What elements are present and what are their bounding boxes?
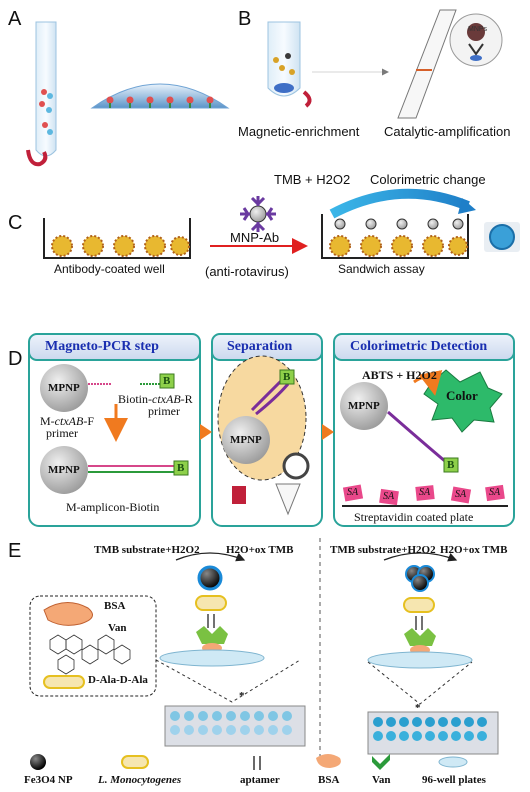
legend-lm-label: L. Monocytogenes — [98, 774, 182, 786]
e-prod-left: H2O+ox TMB — [226, 544, 294, 556]
panel-c — [43, 188, 520, 259]
well-plate-left-icon — [164, 705, 306, 747]
arrow-right-icon — [200, 424, 212, 440]
d-header-magneto: Magneto-PCR step — [45, 339, 159, 354]
legend-bsa-label: BSA — [318, 774, 340, 786]
d-plate-label: Streptavidin coated plate — [354, 510, 474, 524]
magnet-icon — [302, 90, 312, 108]
legend-aptamer-icon — [253, 756, 261, 770]
d-abts-label: ABTS + H2O2 — [362, 368, 437, 382]
c-well-label: Antibody-coated well — [54, 262, 165, 276]
panel-c-label: C — [8, 212, 23, 234]
d-biotin-tag-2: B — [177, 462, 185, 474]
legend-np-icon — [30, 754, 46, 770]
mnp-ab-icon — [240, 196, 276, 232]
c-anti-label: (anti-rotavirus) — [205, 264, 289, 279]
well-photo-icon — [484, 222, 520, 252]
virus-particle-row-icon — [51, 235, 190, 257]
d-bio-primer: Biotin-ctxAB-R — [118, 392, 193, 406]
e-prod-right: H2O+ox TMB — [440, 544, 508, 556]
panel-d — [28, 333, 515, 527]
d-mf-primer: M-ctxAB-F — [40, 414, 94, 428]
tube-icon — [275, 483, 301, 516]
panel-d-label: D — [8, 348, 23, 370]
magnet-icon — [26, 149, 48, 167]
d-color-label: Color — [446, 388, 478, 403]
panel-b — [267, 9, 503, 119]
b-enrich-label: Magnetic-enrichment — [238, 124, 360, 139]
legend-van-icon — [372, 754, 390, 770]
magnet-icon — [232, 486, 246, 504]
color-burst-icon — [423, 369, 503, 433]
c-sandwich-label: Sandwich assay — [338, 262, 425, 276]
b-bubble-label: MNPs — [468, 26, 488, 33]
e-tmb-right: TMB substrate+H2O2 — [330, 544, 436, 556]
d-header-separation: Separation — [227, 339, 293, 354]
receptor-row-icon — [106, 96, 214, 108]
legend-np-label: Fe3O4 NP — [24, 774, 73, 786]
d-mf-primer-word: primer — [46, 426, 78, 440]
d-mpnp-label-2: MPNP — [48, 464, 80, 476]
legend-plates-icon — [438, 756, 468, 768]
c-mnp-ab-label: MNP-Ab — [230, 230, 280, 245]
panel-a — [26, 21, 230, 167]
e-van-label: Van — [108, 622, 127, 634]
d-biotin-tag-3: B — [283, 371, 291, 383]
mpnp-bead-icon — [40, 364, 88, 412]
legend-aptamer-label: aptamer — [240, 774, 280, 786]
e-star-left: * — [239, 690, 245, 702]
panel-b-label: B — [238, 8, 252, 30]
d-biotin-tag-4: B — [447, 459, 455, 471]
mpnp-bead-icon — [40, 446, 88, 494]
d-sa-1: SA — [347, 487, 359, 498]
fe3o4-cluster-icon — [405, 565, 435, 592]
e-bsa-label: BSA — [104, 600, 126, 612]
d-amplicon-label: M-amplicon-Biotin — [66, 500, 160, 514]
b-amplify-label: Catalytic-amplification — [384, 124, 511, 139]
d-sa-4: SA — [455, 489, 467, 500]
legend-van-label: Van — [372, 774, 391, 786]
panel-e-label: E — [8, 540, 22, 562]
mpnp-bead-icon — [340, 382, 388, 430]
d-mpnp-label-3: MPNP — [230, 434, 262, 446]
well-plate-right-icon — [367, 711, 499, 755]
d-sa-2: SA — [383, 491, 395, 502]
mpnp-bead-icon — [222, 416, 270, 464]
panel-a-label: A — [8, 8, 22, 30]
d-sa-3: SA — [419, 487, 431, 498]
d-header-colorimetric: Colorimetric Detection — [350, 339, 488, 354]
legend-plates-label: 96-well plates — [422, 774, 486, 786]
d-biotin-tag-1: B — [163, 375, 171, 387]
sandwich-particles-icon — [329, 218, 468, 257]
e-tmb-left: TMB substrate+H2O2 — [94, 544, 200, 556]
legend-bsa-icon — [316, 754, 341, 768]
c-tmb-label: TMB + H2O2 — [274, 172, 351, 187]
vancomycin-structure-icon — [49, 634, 131, 675]
d-mpnp-label-4: MPNP — [348, 400, 380, 412]
arrow-right-icon — [322, 424, 334, 440]
e-star-right: * — [415, 702, 421, 714]
fe3o4-np-icon — [197, 565, 223, 591]
e-dala-label: D-Ala-D-Ala — [88, 674, 148, 686]
d-mpnp-label-1: MPNP — [48, 382, 80, 394]
c-colorimetric-label: Colorimetric change — [370, 172, 486, 187]
panel-e — [29, 538, 499, 770]
legend-lm-icon — [121, 755, 149, 769]
d-sa-5: SA — [489, 487, 501, 498]
d-bio-primer-word: primer — [148, 404, 180, 418]
